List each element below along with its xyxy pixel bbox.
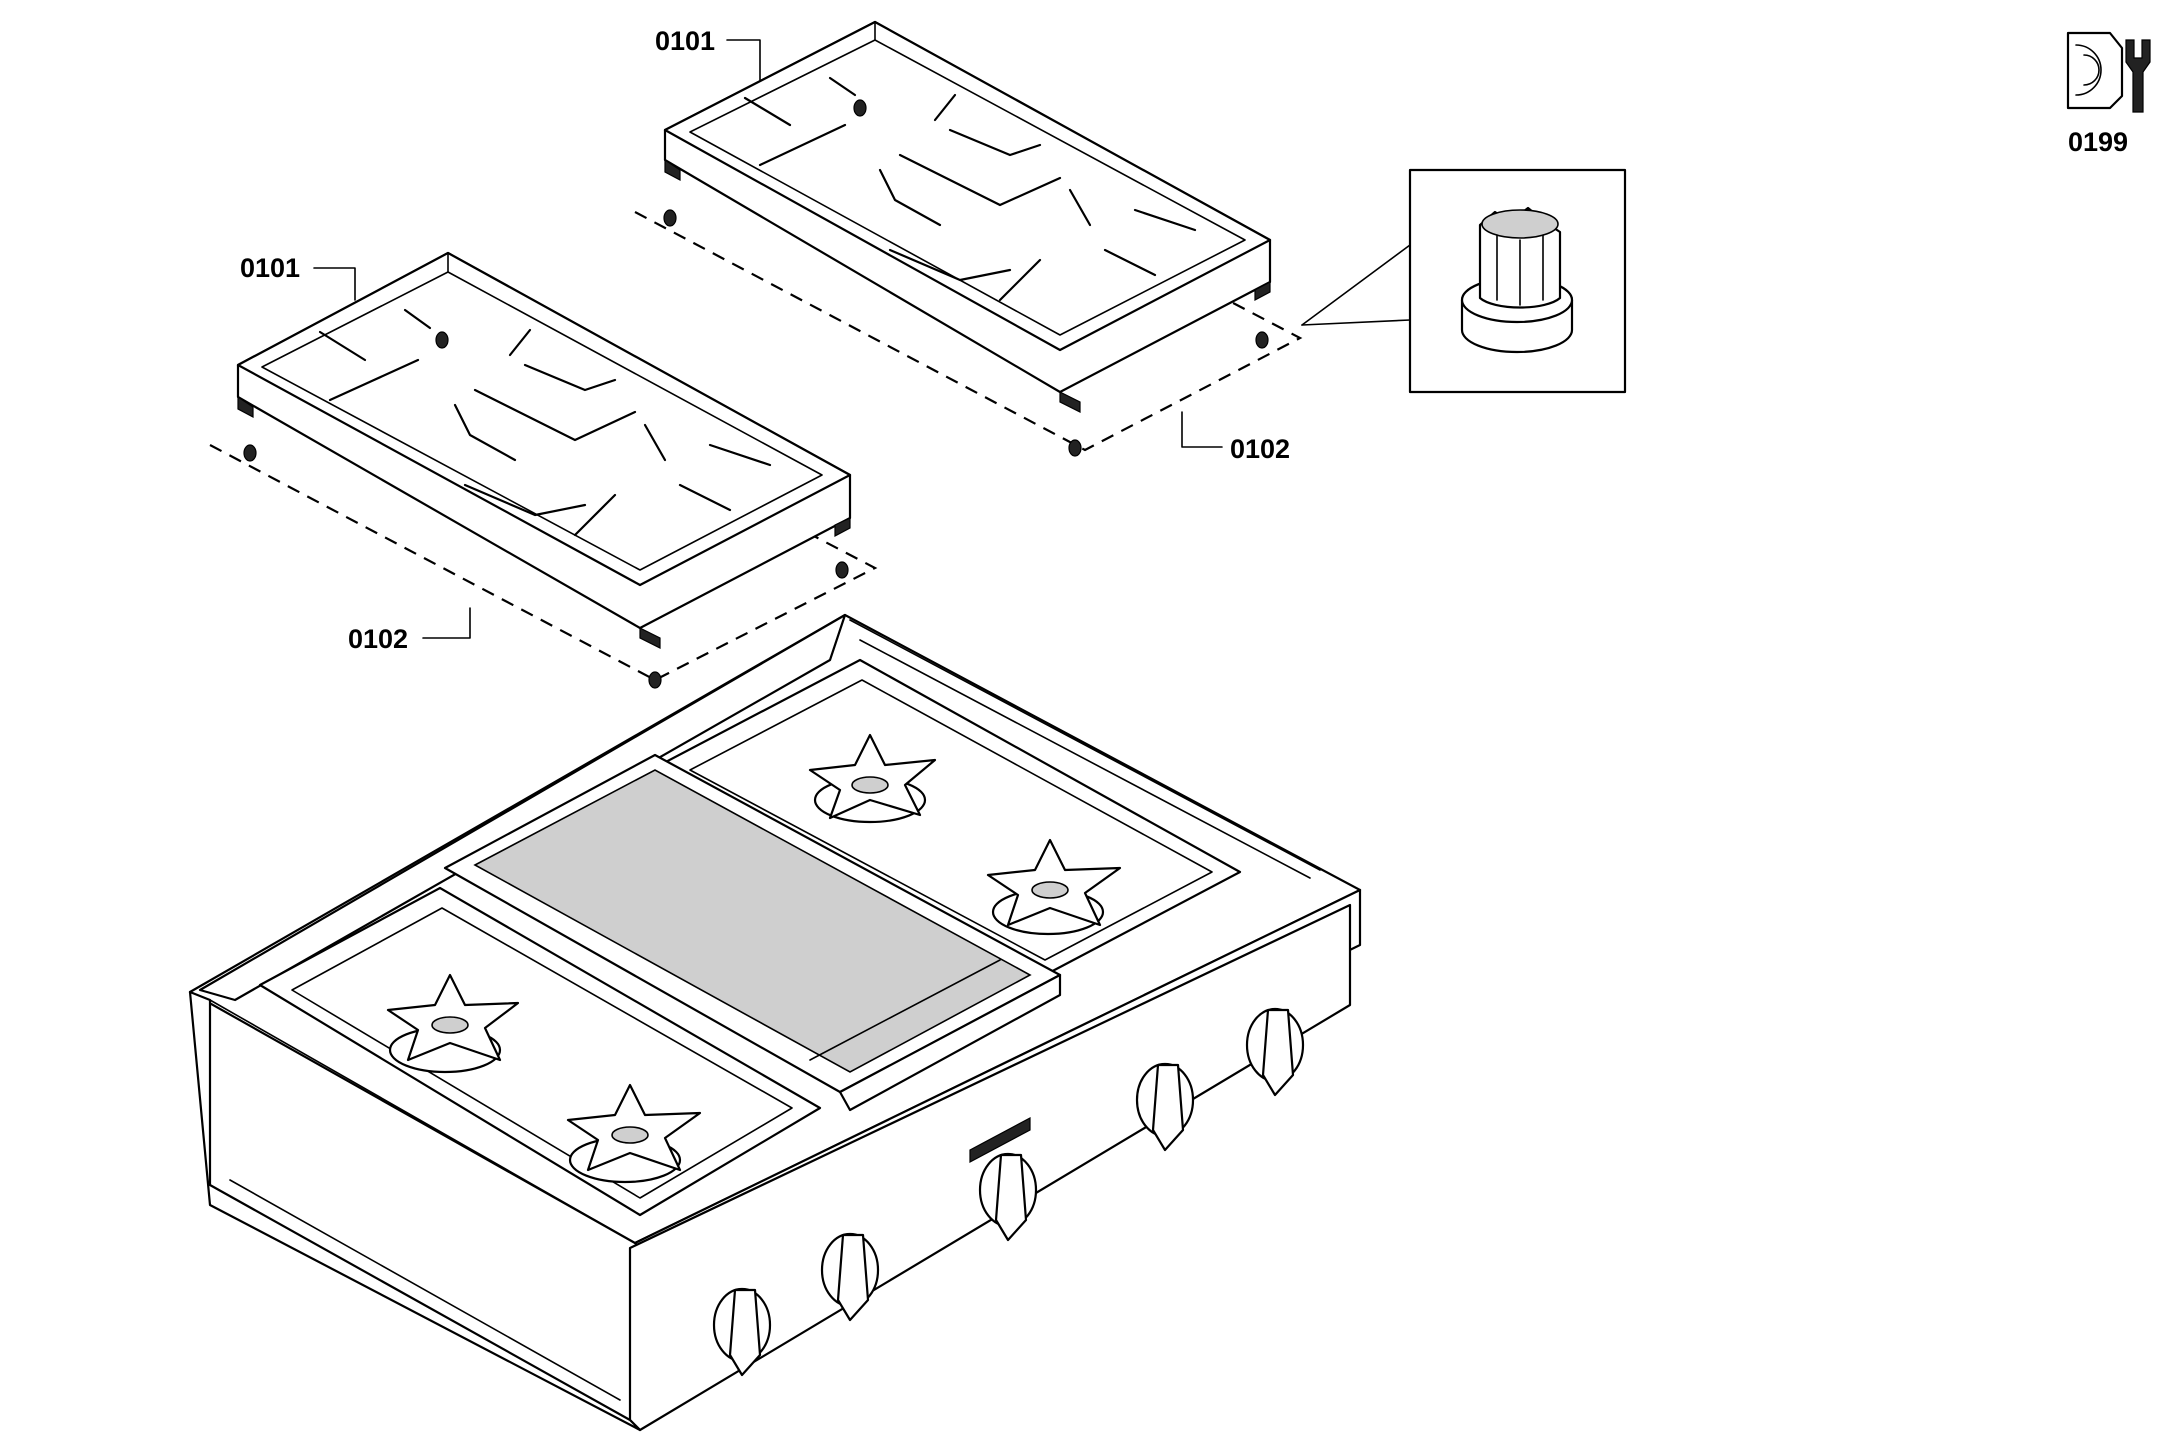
grate-right[interactable] xyxy=(634,20,1303,452)
grate-left[interactable] xyxy=(209,251,878,682)
part-label-grate-left: 0101 xyxy=(240,253,300,283)
part-label-service-kit: 0199 xyxy=(2068,127,2128,157)
detail-callout-rubber-foot[interactable] xyxy=(1301,168,1627,394)
rubber-feet-right[interactable] xyxy=(663,99,1269,457)
control-knob-3[interactable] xyxy=(978,1152,1038,1242)
leader-line-feet-right xyxy=(1181,411,1223,448)
leader-line-grate-right xyxy=(726,39,761,81)
burner-front-left[interactable] xyxy=(566,1083,702,1184)
leader-line-feet-left xyxy=(422,607,471,639)
rubber-feet-left[interactable] xyxy=(243,331,849,689)
burner-rear-left[interactable] xyxy=(386,973,520,1074)
control-knob-2[interactable] xyxy=(820,1232,880,1322)
leader-line-grate-left xyxy=(313,267,356,301)
part-label-feet-right: 0102 xyxy=(1230,434,1290,464)
burner-rear-right[interactable] xyxy=(808,733,937,824)
part-label-grate-right: 0101 xyxy=(655,26,715,56)
part-label-feet-left: 0102 xyxy=(348,624,408,654)
cooktop-body xyxy=(188,613,1362,1432)
control-knob-1[interactable] xyxy=(712,1287,772,1377)
control-knob-4[interactable] xyxy=(1135,1062,1195,1152)
control-knob-5[interactable] xyxy=(1245,1007,1305,1097)
service-kit-icon[interactable] xyxy=(2066,31,2151,113)
burner-front-right[interactable] xyxy=(986,838,1122,936)
